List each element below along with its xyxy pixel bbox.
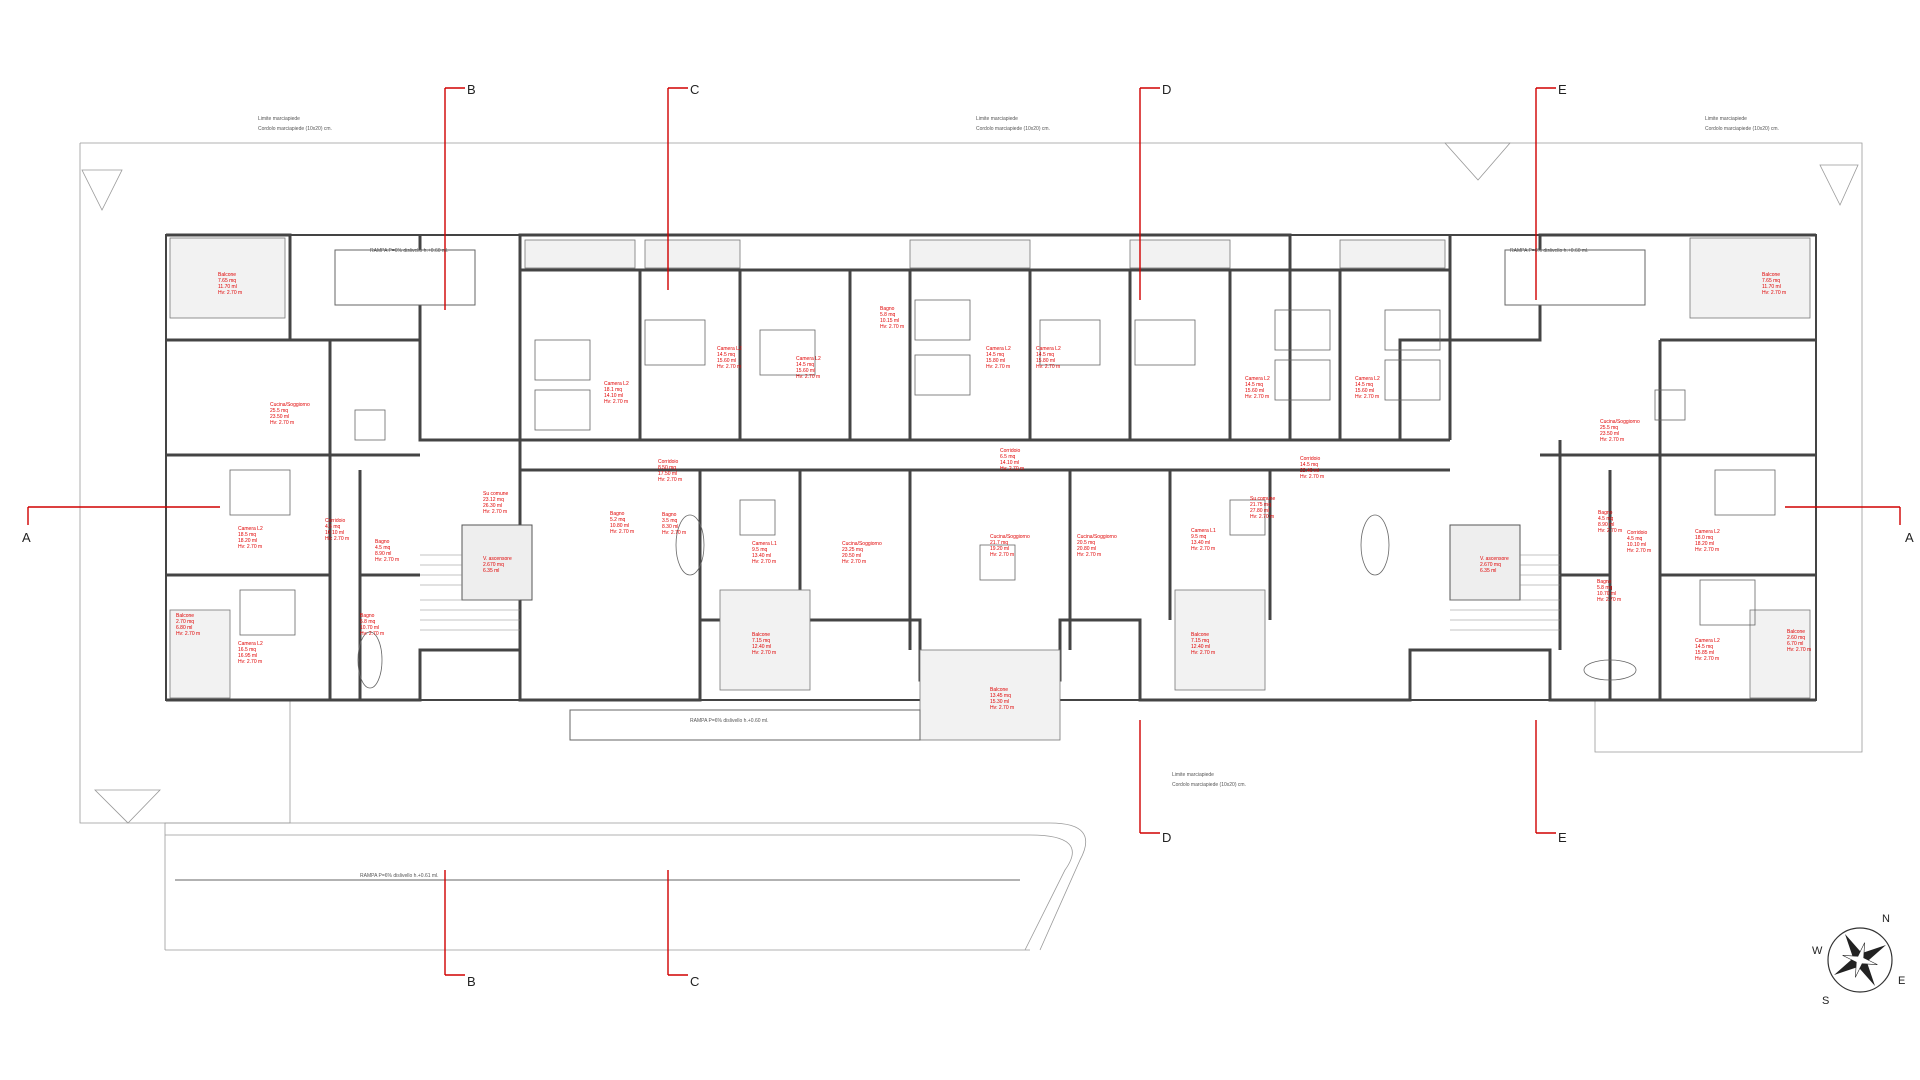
svg-text:B: B	[467, 82, 476, 97]
svg-text:Cordolo marciapiede (10x20) cm: Cordolo marciapiede (10x20) cm.	[258, 126, 332, 132]
svg-text:A: A	[1905, 530, 1914, 545]
svg-text:E: E	[1898, 975, 1905, 987]
ramps	[175, 249, 1646, 881]
svg-text:E: E	[1558, 82, 1567, 97]
balconies	[169, 237, 1811, 741]
svg-text:Limite marciapiede: Limite marciapiede	[1705, 116, 1747, 122]
ramp-labels: RAMPA P=6% dislivello h.+0.60 ml. RAMPA …	[360, 248, 1589, 879]
compass-rose: N E S W	[1812, 913, 1905, 1007]
building-walls	[165, 233, 1817, 702]
svg-text:W: W	[1812, 945, 1823, 957]
svg-text:N: N	[1882, 913, 1890, 925]
svg-text:D: D	[1162, 82, 1171, 97]
curb-notes: Limite marciapiede Cordolo marciapiede (…	[258, 116, 1779, 788]
svg-text:RAMPA P=6% dislivello h.+0.60: RAMPA P=6% dislivello h.+0.60 ml.	[1510, 248, 1589, 254]
svg-text:C: C	[690, 82, 699, 97]
svg-text:B: B	[467, 974, 476, 989]
svg-text:Limite marciapiede: Limite marciapiede	[1172, 772, 1214, 778]
section-labels: A A B B C C D D E E	[22, 82, 1914, 989]
svg-text:Limite marciapiede: Limite marciapiede	[976, 116, 1018, 122]
svg-text:RAMPA P=6% dislivello h.+0.60: RAMPA P=6% dislivello h.+0.60 ml.	[690, 718, 769, 724]
svg-text:Limite marciapiede: Limite marciapiede	[258, 116, 300, 122]
svg-text:A: A	[22, 530, 31, 545]
stair-cores	[420, 524, 1560, 631]
svg-text:E: E	[1558, 830, 1567, 845]
furniture	[229, 299, 1776, 689]
svg-text:Cordolo marciapiede (10x20) cm: Cordolo marciapiede (10x20) cm.	[1705, 126, 1779, 132]
svg-text:Cordolo marciapiede (10x20) cm: Cordolo marciapiede (10x20) cm.	[976, 126, 1050, 132]
svg-text:RAMPA P=6% dislivello h.+0.61: RAMPA P=6% dislivello h.+0.61 ml.	[360, 873, 439, 879]
svg-text:Cordolo marciapiede (10x20) cm: Cordolo marciapiede (10x20) cm.	[1172, 782, 1246, 788]
section-lines	[27, 87, 1901, 976]
svg-text:S: S	[1822, 995, 1829, 1007]
svg-text:D: D	[1162, 830, 1171, 845]
svg-text:RAMPA P=6% dislivello h.+0.60: RAMPA P=6% dislivello h.+0.60 ml.	[370, 248, 449, 254]
svg-text:C: C	[690, 974, 699, 989]
